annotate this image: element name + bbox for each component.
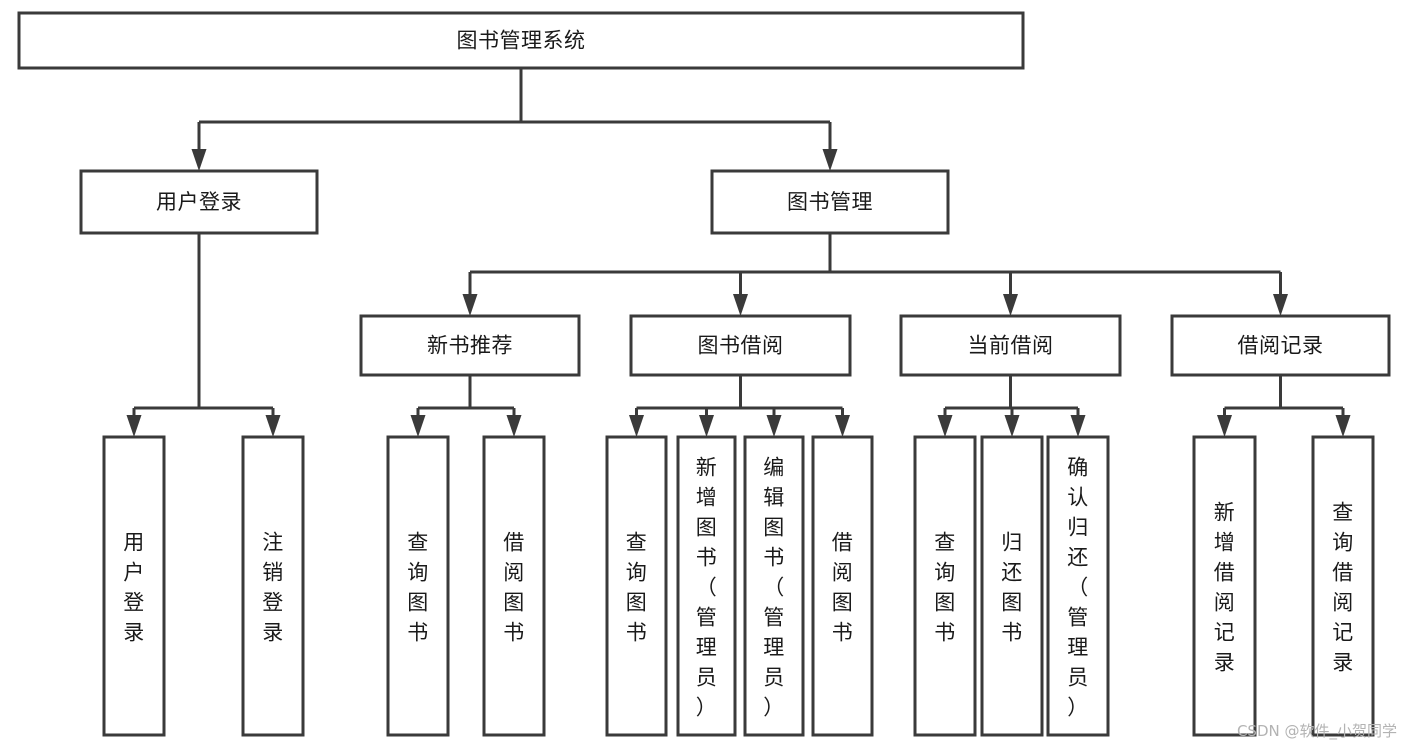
node-new-book-recommend[interactable]: 新书推荐 [359, 314, 581, 377]
node-box-leaf-add-borrow-record[interactable] [1192, 435, 1257, 737]
node-label-leaf-user-logout: 注销登录 [262, 530, 284, 644]
node-label-leaf-query-book-rec: 查询图书 [407, 530, 429, 644]
leafgrp-4-arrow-1 [1335, 415, 1351, 437]
node-leaf-user-logout[interactable]: 注销登录 [241, 435, 305, 737]
node-leaf-borrow-book[interactable]: 借阅图书 [811, 435, 874, 737]
node-label-leaf-return-book: 归还图书 [1001, 530, 1023, 644]
node-box-leaf-query-book-current[interactable] [913, 435, 977, 737]
node-box-book-borrow[interactable] [629, 314, 852, 377]
node-label-book-borrow: 图书借阅 [698, 334, 784, 358]
boxes-layer: 图书管理系统用户登录图书管理新书推荐图书借阅当前借阅借阅记录用户登录注销登录查询… [17, 11, 1391, 737]
node-leaf-query-borrow-record[interactable]: 查询借阅记录 [1311, 435, 1375, 737]
node-book-borrow[interactable]: 图书借阅 [629, 314, 852, 377]
node-label-leaf-user-login: 用户登录 [123, 530, 145, 644]
node-label-leaf-confirm-return-admin: 确认归还（管理员） [1067, 455, 1089, 719]
node-label-leaf-borrow-book-rec: 借阅图书 [503, 530, 525, 644]
node-leaf-return-book[interactable]: 归还图书 [980, 435, 1044, 737]
node-current-borrow[interactable]: 当前借阅 [899, 314, 1122, 377]
node-label-root: 图书管理系统 [457, 29, 586, 53]
node-leaf-add-book-admin[interactable]: 新增图书（管理员） [676, 435, 737, 737]
bookmanage-to-l3-arrow-3 [1273, 294, 1288, 316]
node-box-leaf-borrow-book-rec[interactable] [482, 435, 546, 737]
connectors-layer [126, 68, 1351, 437]
node-label-current-borrow: 当前借阅 [968, 334, 1054, 358]
node-box-book-manage[interactable] [710, 169, 950, 235]
node-label-borrow-record: 借阅记录 [1238, 334, 1324, 358]
node-leaf-query-book-borrow[interactable]: 查询图书 [605, 435, 668, 737]
node-leaf-confirm-return-admin[interactable]: 确认归还（管理员） [1046, 435, 1110, 737]
leafgrp-2-arrow-2 [766, 415, 782, 437]
leafgrp-3-arrow-2 [1070, 415, 1086, 437]
leafgrp-2-arrow-3 [835, 415, 850, 437]
node-label-leaf-borrow-book: 借阅图书 [832, 530, 854, 644]
node-box-leaf-query-book-borrow[interactable] [605, 435, 668, 737]
root-to-l2-arrow-1 [822, 149, 838, 171]
leafgrp-3-arrow-0 [937, 415, 953, 437]
node-leaf-borrow-book-rec[interactable]: 借阅图书 [482, 435, 546, 737]
node-leaf-user-login[interactable]: 用户登录 [102, 435, 166, 737]
node-label-leaf-add-book-admin: 新增图书（管理员） [696, 455, 718, 719]
node-leaf-query-book-current[interactable]: 查询图书 [913, 435, 977, 737]
bookmanage-to-l3-arrow-2 [1003, 294, 1018, 316]
node-label-user-login: 用户登录 [156, 190, 242, 214]
node-label-book-manage: 图书管理 [787, 190, 873, 214]
bookmanage-to-l3-arrow-0 [462, 294, 478, 316]
leafgrp-1-arrow-1 [506, 415, 522, 437]
leafgrp-0-arrow-1 [265, 415, 281, 437]
leafgrp-1-arrow-0 [410, 415, 426, 437]
node-box-current-borrow[interactable] [899, 314, 1122, 377]
node-label-leaf-edit-book-admin: 编辑图书（管理员） [763, 455, 785, 719]
node-label-leaf-add-borrow-record: 新增借阅记录 [1214, 500, 1236, 674]
root-to-l2-arrow-0 [191, 149, 207, 171]
node-box-leaf-query-book-rec[interactable] [386, 435, 450, 737]
node-book-manage[interactable]: 图书管理 [710, 169, 950, 235]
leafgrp-4-arrow-0 [1217, 415, 1232, 437]
node-leaf-add-borrow-record[interactable]: 新增借阅记录 [1192, 435, 1257, 737]
bookmanage-to-l3-arrow-1 [733, 294, 748, 316]
node-label-leaf-query-book-borrow: 查询图书 [626, 530, 648, 644]
node-box-leaf-borrow-book[interactable] [811, 435, 874, 737]
node-box-leaf-edit-book-admin[interactable] [743, 435, 805, 737]
leafgrp-0-arrow-0 [126, 415, 142, 437]
node-box-new-book-recommend[interactable] [359, 314, 581, 377]
node-box-leaf-query-borrow-record[interactable] [1311, 435, 1375, 737]
node-root[interactable]: 图书管理系统 [17, 11, 1025, 70]
node-label-leaf-query-borrow-record: 查询借阅记录 [1332, 500, 1354, 674]
node-box-leaf-add-book-admin[interactable] [676, 435, 737, 737]
watermark: CSDN @软件_小贺同学 [1236, 722, 1397, 740]
leafgrp-2-arrow-0 [629, 415, 644, 437]
node-leaf-query-book-rec[interactable]: 查询图书 [386, 435, 450, 737]
leafgrp-2-arrow-1 [699, 415, 714, 437]
node-box-root[interactable] [17, 11, 1025, 70]
node-box-user-login[interactable] [79, 169, 319, 235]
node-box-borrow-record[interactable] [1170, 314, 1391, 377]
node-user-login[interactable]: 用户登录 [79, 169, 319, 235]
node-leaf-edit-book-admin[interactable]: 编辑图书（管理员） [743, 435, 805, 737]
node-label-leaf-query-book-current: 查询图书 [934, 530, 956, 644]
node-box-leaf-confirm-return-admin[interactable] [1046, 435, 1110, 737]
node-box-leaf-user-logout[interactable] [241, 435, 305, 737]
node-borrow-record[interactable]: 借阅记录 [1170, 314, 1391, 377]
node-label-new-book-recommend: 新书推荐 [427, 334, 513, 358]
node-box-leaf-user-login[interactable] [102, 435, 166, 737]
node-box-leaf-return-book[interactable] [980, 435, 1044, 737]
leafgrp-3-arrow-1 [1004, 415, 1020, 437]
